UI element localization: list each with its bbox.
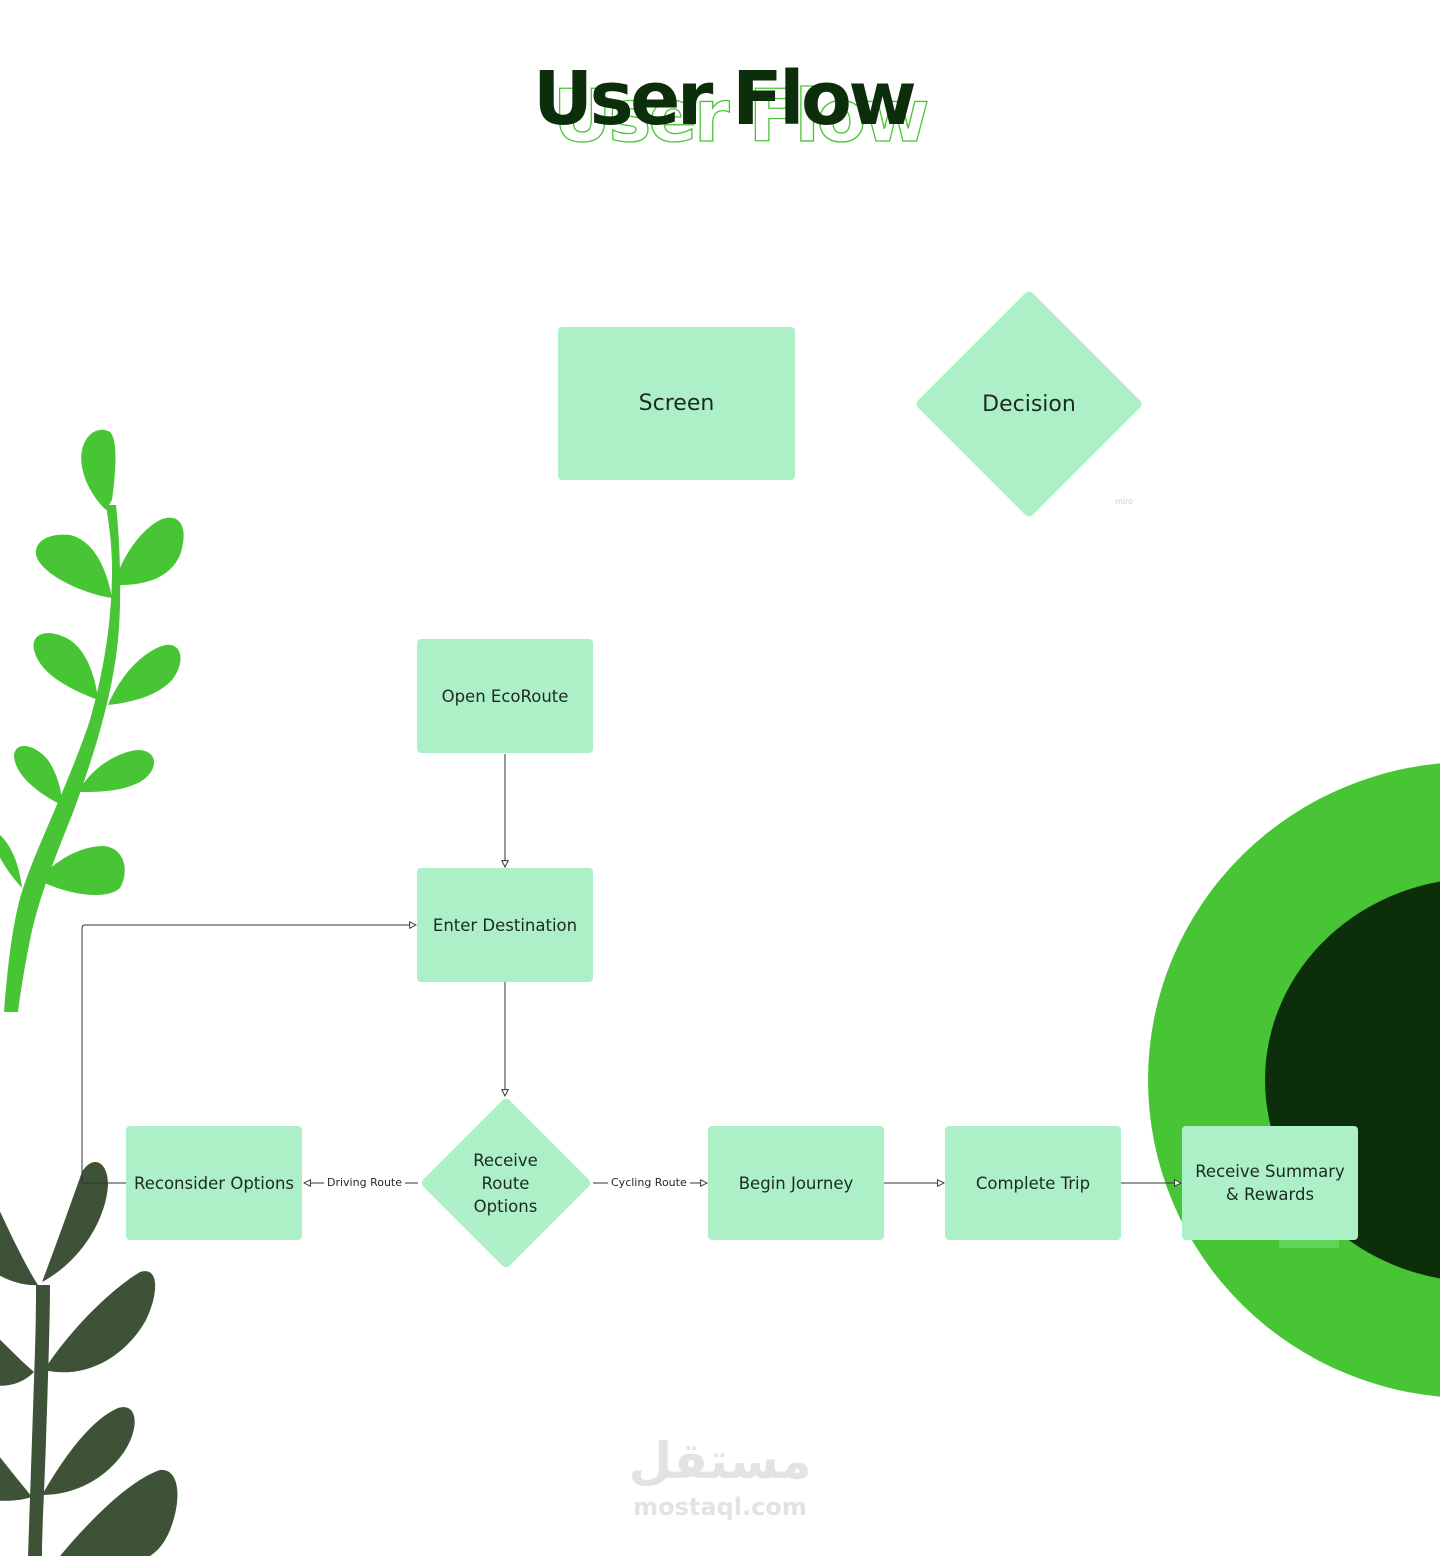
node-receive-summary-rewards[interactable]: Receive Summary & Rewards [1182, 1126, 1358, 1240]
green-plant-icon [0, 429, 184, 1012]
node-begin-journey[interactable]: Begin Journey [708, 1126, 884, 1240]
legend-screen-label: Screen [638, 391, 715, 416]
edge-reconsider-loop [81, 925, 416, 1184]
node-receive-summary-rewards-label: Receive Summary & Rewards [1195, 1162, 1345, 1204]
title-block: User Flow User Flow [0, 58, 1440, 178]
watermark-arabic: مستقل [628, 1432, 812, 1490]
node-complete-trip[interactable]: Complete Trip [945, 1126, 1121, 1240]
node-reconsider-options-label: Reconsider Options [134, 1173, 294, 1193]
node-open-ecoroute[interactable]: Open EcoRoute [417, 639, 593, 753]
legend-decision-shape[interactable]: Decision [913, 289, 1145, 519]
edge-label-cycling-route: Cycling Route [608, 1176, 690, 1190]
page-title: User Flow [533, 56, 917, 142]
node-receive-route-options[interactable]: Receive Route Options [418, 1096, 593, 1270]
node-reconsider-options[interactable]: Reconsider Options [126, 1126, 302, 1240]
node-receive-route-options-label: Receive Route Options [473, 1150, 538, 1216]
title-outline-echo: User Flow [552, 74, 930, 158]
dark-plant-icon [0, 1162, 178, 1556]
miro-watermark: miro [1115, 497, 1134, 506]
node-enter-destination-label: Enter Destination [432, 915, 578, 935]
node-complete-trip-label: Complete Trip [975, 1173, 1091, 1193]
node-begin-journey-label: Begin Journey [738, 1173, 854, 1193]
node-open-ecoroute-label: Open EcoRoute [441, 686, 569, 706]
node-enter-destination[interactable]: Enter Destination [417, 868, 593, 982]
edge-label-driving-route: Driving Route [324, 1176, 405, 1190]
watermark-latin: mostaql.com [633, 1493, 807, 1521]
legend-screen-shape[interactable]: Screen [558, 327, 795, 480]
legend-decision-label: Decision [982, 391, 1076, 417]
